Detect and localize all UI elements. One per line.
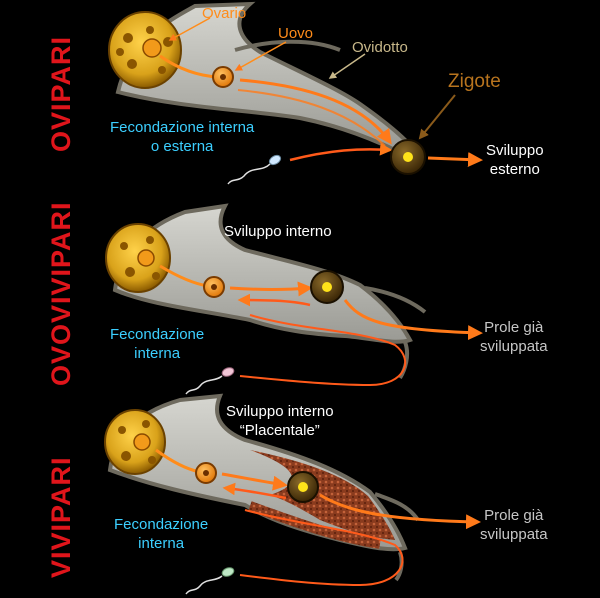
label-line: Fecondazione interna <box>110 119 255 136</box>
title-text: VIVIPARI <box>46 456 76 578</box>
label-line: Sviluppo interno <box>224 223 332 240</box>
label-line: Prole già <box>484 507 544 524</box>
development-label: Sviluppo interno <box>224 222 332 241</box>
title-text: OVIPARI <box>46 35 76 152</box>
section-title-vivipari: VIVIPARI <box>46 456 77 578</box>
label-line: sviluppata <box>480 338 548 355</box>
label-line: sviluppata <box>480 526 548 543</box>
label-line: o esterna <box>150 138 214 155</box>
label-line: interna <box>138 535 185 552</box>
sperm-icon <box>185 567 235 595</box>
offspring-label: Prole già sviluppata <box>480 506 548 544</box>
sperm-icon <box>227 154 282 185</box>
label-line: Fecondazione <box>114 516 209 533</box>
fertilization-label: Fecondazione interna o esterna <box>110 118 254 156</box>
development-label: Sviluppo interno “Placentale” <box>226 402 334 440</box>
ovovivipari-diagram <box>105 203 483 395</box>
section-title-ovovivipari: OVOVIVIPARI <box>46 201 77 386</box>
uterus-shape <box>112 203 413 344</box>
label-line: Fecondazione <box>110 326 205 343</box>
ovary-icon <box>104 409 166 475</box>
ovidotto-label: Ovidotto <box>352 39 408 56</box>
ovary-icon <box>108 11 182 89</box>
section-title-ovipari: OVIPARI <box>46 36 77 152</box>
zigote-label: Zigote <box>448 71 501 92</box>
label-line: Sviluppo interno <box>226 403 334 420</box>
development-label: Sviluppo esterno <box>486 141 544 179</box>
fertilization-label: Fecondazione interna <box>114 515 208 553</box>
fertilization-label: Fecondazione interna <box>110 325 204 363</box>
label-line: interna <box>134 345 181 362</box>
label-line: esterno <box>489 161 540 178</box>
label-line: Sviluppo <box>486 142 544 159</box>
label-line: “Placentale” <box>239 422 320 439</box>
sperm-icon <box>185 367 235 395</box>
label-line: Prole già <box>484 319 544 336</box>
uovo-label: Uovo <box>278 25 314 42</box>
title-text: OVOVIVIPARI <box>46 201 76 386</box>
ovary-icon <box>105 223 171 293</box>
ovipari-diagram <box>108 1 483 185</box>
ovario-label: Ovario <box>202 5 247 22</box>
vivipari-diagram <box>104 393 481 595</box>
offspring-label: Prole già sviluppata <box>480 318 548 356</box>
